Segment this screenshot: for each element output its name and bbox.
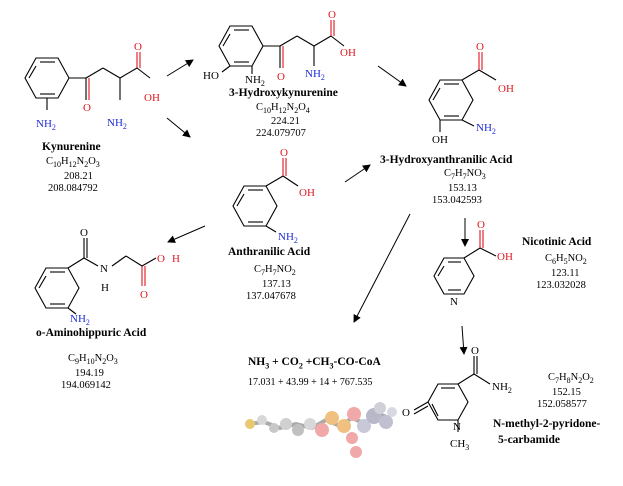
hydroxykyn-nh2-aryl-label: NH2 — [245, 74, 265, 88]
aminohippuric-formula: C9H10N2O3 — [68, 353, 118, 367]
anthranilic-exact-mass: 137.047678 — [246, 291, 296, 302]
anthranilic-structure — [232, 158, 299, 233]
hydroxyanth-oh2-label: OH — [432, 134, 448, 146]
hydroxykyn-o-label: O — [277, 71, 285, 83]
arrow-nicotinic-to-methylpyridone — [459, 325, 468, 355]
methylpyridone-ch3-label: CH3 — [450, 438, 469, 452]
aminohippuric-h2-label: H — [172, 253, 180, 265]
arrow-hydroxykynurenine-to-hydroxyanthranilic — [377, 65, 407, 87]
hydroxykynurenine-name: 3-Hydroxykynurenine — [229, 87, 338, 99]
kynurenine-mw: 208.21 — [64, 171, 93, 182]
hydroxyanthranilic-exact-mass: 153.042593 — [432, 195, 482, 206]
hydroxyanthranilic-name: 3-Hydroxyanthranilic Acid — [380, 154, 513, 166]
methylpyridone-o-label: O — [402, 407, 410, 419]
hydroxykyn-ho-label: HO — [203, 70, 219, 82]
nicotinic-name: Nicotinic Acid — [522, 236, 592, 248]
aminohippuric-exact-mass: 194.069142 — [61, 380, 111, 391]
nicotinic-mw: 123.11 — [551, 268, 580, 279]
arrow-anthranilic-to-hydroxyanthranilic — [344, 164, 371, 183]
arrow-kynurenine-to-hydroxykynurenine — [166, 59, 194, 77]
methylpyridone-mw: 152.15 — [552, 387, 581, 398]
aminohippuric-structure — [34, 238, 157, 315]
hydroxykyn-oh-label: OH — [340, 47, 356, 59]
aminohippuric-name: o-Aminohippuric Acid — [36, 327, 147, 339]
products-equation: NH3 + CO2 +CH3-CO-CoA — [248, 356, 381, 371]
anthranilic-name: Anthranilic Acid — [228, 246, 311, 258]
kynurenine-formula: C10H12N2O3 — [46, 156, 100, 170]
hydroxykyn-nh2-alpha-label: NH2 — [305, 68, 325, 82]
anthranilic-oh-label: OH — [299, 187, 315, 199]
products-masses: 17.031 + 43.99 + 14 + 767.535 — [248, 377, 373, 388]
hydroxyanthranilic-formula: C7H7NO3 — [444, 168, 486, 182]
hydroxyanthranilic-structure — [428, 52, 497, 132]
hydroxykyn-o2-label: O — [328, 9, 336, 21]
kynurenine-o2-label: O — [134, 41, 142, 53]
anthranilic-o-label: O — [280, 147, 288, 159]
hydroxyanthranilic-mw: 153.13 — [448, 183, 477, 194]
methylpyridone-n-label: N — [453, 421, 461, 433]
kynurenine-oh-label: OH — [144, 92, 160, 104]
nicotinic-exact-mass: 123.032028 — [536, 280, 586, 291]
methylpyridone-name-line1: N-methyl-2-pyridone- — [493, 418, 601, 430]
anthranilic-formula: C7H7NO2 — [254, 264, 296, 278]
hydroxykynurenine-formula: C10H12N2O4 — [256, 102, 310, 116]
kynurenine-exact-mass: 208.084792 — [48, 183, 98, 194]
methylpyridone-exact-mass: 152.058577 — [537, 399, 587, 410]
methylpyridone-formula: C7H8N2O2 — [548, 372, 594, 386]
reaction-arrows — [166, 59, 469, 355]
anthranilic-mw: 137.13 — [262, 279, 291, 290]
aminohippuric-h-label: H — [101, 282, 109, 294]
aminohippuric-o-label: O — [80, 227, 88, 239]
hydroxykynurenine-structure — [218, 20, 345, 74]
aminohippuric-o2-label: O — [140, 289, 148, 301]
acetyl-coa-model-image — [245, 402, 397, 458]
hydroxyanth-oh-label: OH — [498, 83, 514, 95]
kynurenine-nh2-aryl-label: NH2 — [36, 118, 56, 132]
arrow-anthranilic-to-aminohippuric — [167, 225, 206, 243]
methylpyridone-nh2-label: NH2 — [492, 381, 512, 395]
kynurenine-o-label: O — [83, 102, 91, 114]
kynurenine-name: Kynurenine — [42, 141, 101, 153]
hydroxyanth-o-label: O — [476, 41, 484, 53]
methylpyridone-structure — [413, 356, 491, 432]
aminohippuric-o3-label: O — [157, 253, 165, 265]
arrow-hydroxyanthranilic-to-products — [353, 213, 411, 323]
kynurenine-structure — [24, 52, 151, 110]
hydroxykynurenine-exact-mass: 224.079707 — [256, 128, 306, 139]
nicotinic-o-label: O — [477, 219, 485, 231]
hydroxykynurenine-mw: 224.21 — [271, 116, 300, 127]
aminohippuric-mw: 194.19 — [75, 368, 104, 379]
anthranilic-nh2-label: NH2 — [278, 231, 298, 245]
aminohippuric-n-label: N — [100, 263, 108, 275]
nicotinic-formula: C6H5NO2 — [545, 253, 587, 267]
hydroxyanth-nh2-label: NH2 — [476, 122, 496, 136]
aminohippuric-nh2-label: NH2 — [70, 313, 90, 327]
arrow-kynurenine-to-anthranilic — [166, 117, 191, 138]
nicotinic-n-label: N — [450, 296, 458, 308]
methylpyridone-name-line2: 5-carbamide — [498, 434, 560, 446]
nicotinic-structure — [433, 230, 497, 295]
methylpyridone-o2-label: O — [471, 345, 479, 357]
kynurenine-nh2-alpha-label: NH2 — [107, 117, 127, 131]
nicotinic-oh-label: OH — [497, 251, 513, 263]
